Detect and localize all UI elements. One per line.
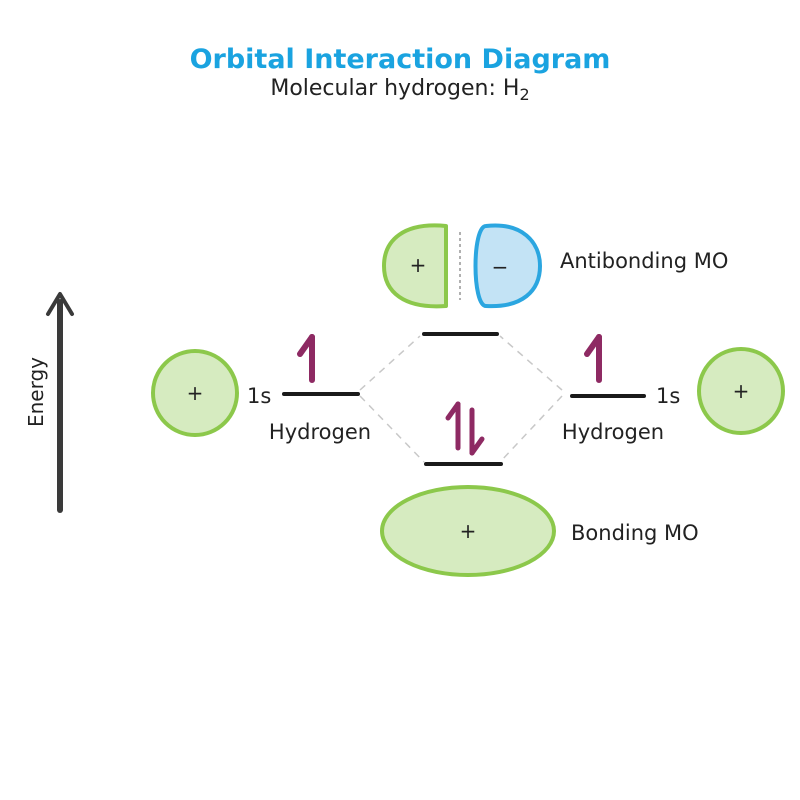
bonding-electron-pair	[445, 401, 485, 456]
antibonding-positive-lobe	[382, 223, 448, 309]
right-1s-orbital	[697, 347, 785, 435]
energy-axis-arrowhead	[46, 292, 74, 316]
diagram-title: Orbital Interaction Diagram	[189, 44, 611, 75]
connector-right-antibonding	[499, 335, 563, 391]
antibonding-label: Antibonding MO	[560, 249, 728, 273]
connector-left-bonding	[359, 395, 425, 463]
bonding-orbital	[380, 485, 556, 577]
left-orbital-sign: +	[187, 381, 204, 405]
diagram-subtitle: Molecular hydrogen: H2	[0, 76, 800, 104]
left-orbital-label: 1s	[247, 384, 271, 408]
antibonding-negative-sign: −	[492, 255, 509, 279]
energy-axis-label: Energy	[24, 357, 48, 427]
left-electron-up	[297, 334, 315, 383]
antibonding-positive-sign: +	[410, 253, 427, 277]
connector-right-bonding	[499, 395, 563, 463]
bonding-label: Bonding MO	[571, 521, 699, 545]
connector-left-antibonding	[359, 335, 421, 391]
subtitle-text: Molecular hydrogen: H	[270, 76, 520, 101]
subtitle-subscript: 2	[519, 85, 530, 104]
left-atom-name: Hydrogen	[269, 420, 371, 444]
antibonding-negative-lobe	[473, 223, 542, 309]
bonding-orbital-sign: +	[460, 519, 477, 543]
antibonding-orbital: + −	[382, 223, 542, 309]
left-1s-orbital	[151, 349, 239, 437]
connector-lines	[359, 335, 563, 463]
right-electron-up	[584, 334, 602, 383]
right-atom-name: Hydrogen	[562, 420, 664, 444]
right-orbital-sign: +	[733, 379, 750, 403]
right-orbital-label: 1s	[656, 384, 680, 408]
